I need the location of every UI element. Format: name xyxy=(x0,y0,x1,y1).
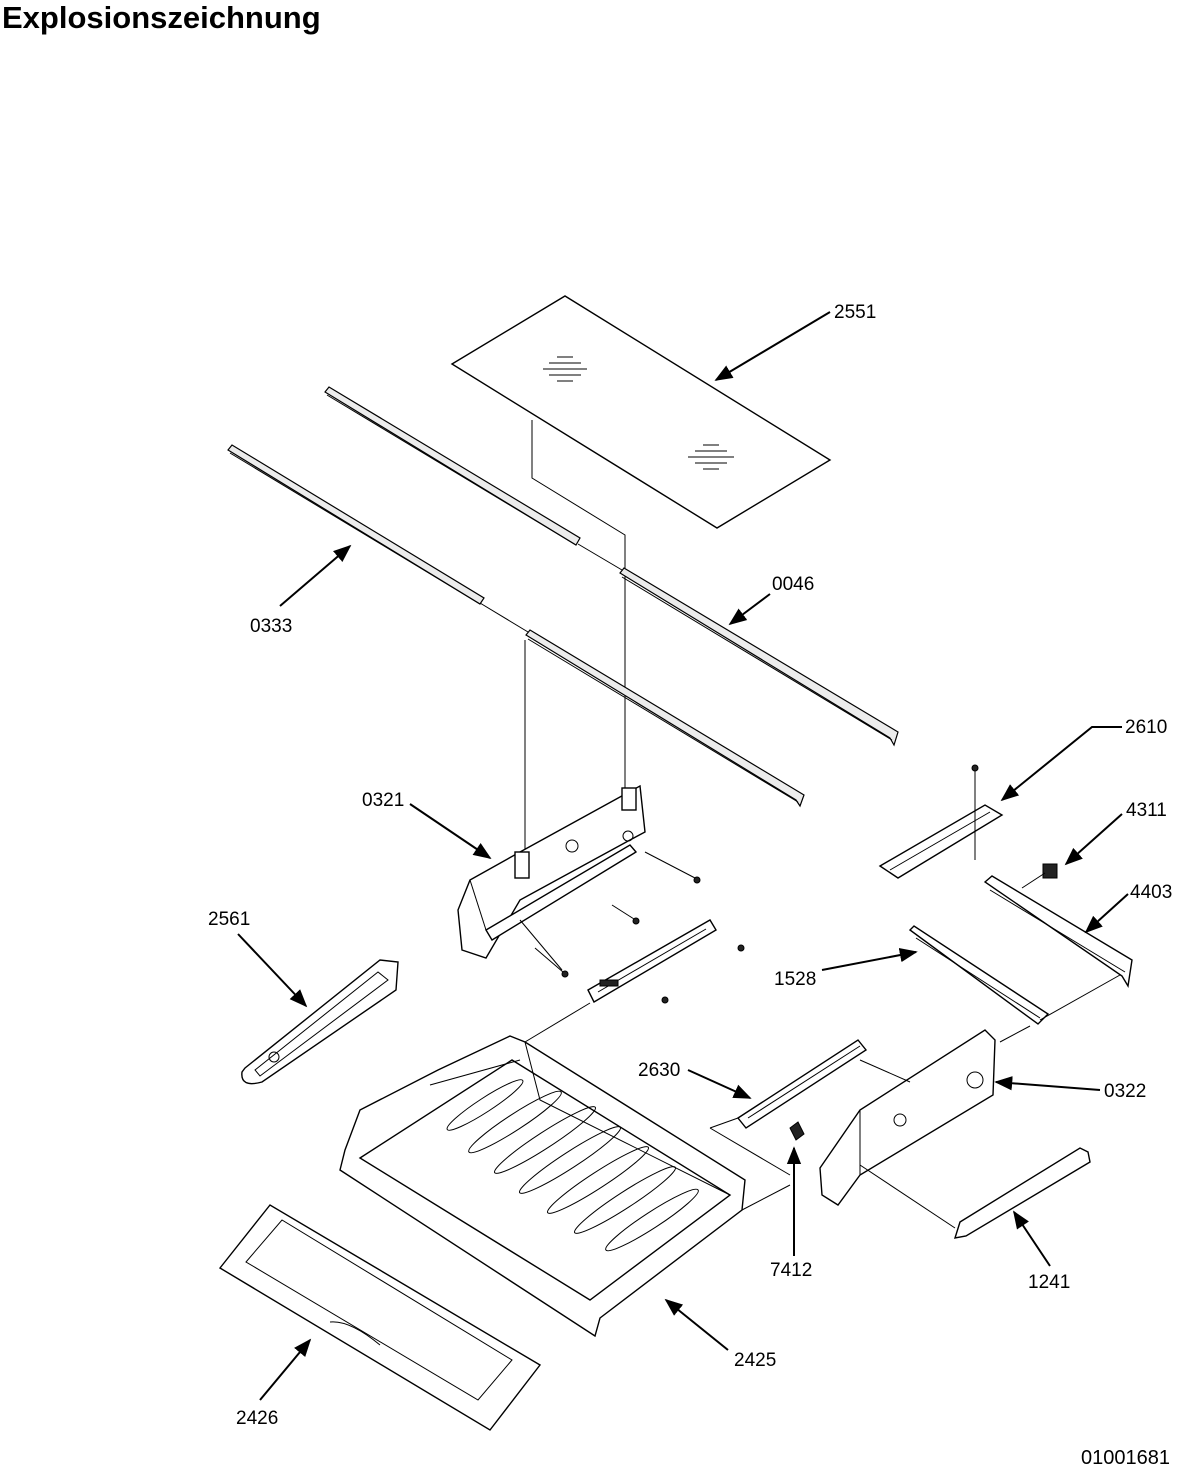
callout-0321: 0321 xyxy=(362,790,492,860)
hatch-mark xyxy=(543,356,587,382)
trim-strip-0333 xyxy=(227,386,581,605)
rod-1241 xyxy=(859,1147,1091,1239)
drawer-ribs xyxy=(446,1079,699,1252)
callout-0046: 0046 xyxy=(728,574,814,626)
part-label-0322: 0322 xyxy=(1104,1081,1146,1102)
rail-4403 xyxy=(983,875,1133,989)
part-label-4311: 4311 xyxy=(1126,800,1167,821)
callout-4403: 4403 xyxy=(1084,882,1172,934)
callout-7412: 7412 xyxy=(770,1146,812,1281)
part-label-1241: 1241 xyxy=(1028,1272,1070,1293)
part-label-2551: 2551 xyxy=(834,302,876,323)
part-label-2426: 2426 xyxy=(236,1408,278,1429)
callout-2551: 2551 xyxy=(714,302,876,381)
drawer-front-2426 xyxy=(218,1204,542,1431)
callout-0333: 0333 xyxy=(250,544,352,637)
callout-4311: 4311 xyxy=(1064,800,1167,866)
callout-2630: 2630 xyxy=(638,1060,752,1099)
part-label-0333: 0333 xyxy=(250,616,292,637)
callout-0322: 0322 xyxy=(994,1076,1146,1102)
part-label-0321: 0321 xyxy=(362,790,404,811)
trim-strip-0046 xyxy=(525,567,899,808)
part-label-2561: 2561 xyxy=(208,909,250,930)
side-trim-2561 xyxy=(241,959,399,1085)
document-number: 01001681 xyxy=(1081,1447,1170,1469)
bracket-2610 xyxy=(878,764,1004,879)
callout-2561: 2561 xyxy=(208,909,308,1008)
part-label-4403: 4403 xyxy=(1130,882,1172,903)
callout-2610: 2610 xyxy=(1000,717,1167,802)
part-label-1528: 1528 xyxy=(774,969,816,990)
left-bracket-0321 xyxy=(457,784,745,1004)
callout-2425: 2425 xyxy=(664,1298,776,1371)
part-label-2630: 2630 xyxy=(638,1060,680,1081)
callout-2426: 2426 xyxy=(236,1338,312,1429)
callout-1528: 1528 xyxy=(774,947,918,990)
page-title: Explosionszeichnung xyxy=(2,0,321,35)
slide-rail-2630 xyxy=(709,1039,868,1176)
drawer-2425 xyxy=(339,1002,791,1338)
clip-4311 xyxy=(1021,863,1058,889)
callout-1241: 1241 xyxy=(1013,1210,1070,1293)
right-bracket-0322 xyxy=(819,1029,996,1206)
part-label-2610: 2610 xyxy=(1125,717,1167,738)
part-label-0046: 0046 xyxy=(772,574,814,595)
rail-1528 xyxy=(908,925,1121,1043)
alignment-lines xyxy=(479,420,626,850)
hatch-mark xyxy=(688,444,734,470)
slide-rail xyxy=(587,919,717,1003)
part-label-2425: 2425 xyxy=(734,1350,776,1371)
part-label-7412: 7412 xyxy=(770,1260,812,1281)
clip-7412 xyxy=(789,1121,805,1141)
glass-shelf-2551 xyxy=(450,295,832,529)
